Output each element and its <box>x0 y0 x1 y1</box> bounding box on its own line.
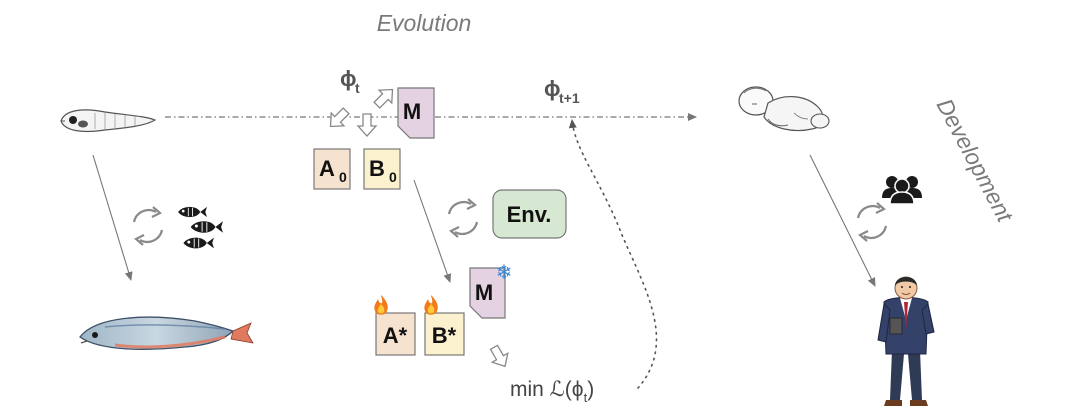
svg-text:ϕ: ϕ <box>544 76 561 101</box>
a0-box: A 0 <box>313 148 351 190</box>
hollow-arrow-to-a0 <box>329 107 350 128</box>
phi-t1-label: ϕ t+1 <box>544 76 580 106</box>
a-star-box: A* <box>375 312 416 356</box>
people-group-icon <box>882 176 922 205</box>
svg-text:0: 0 <box>339 169 347 185</box>
development-growth-arrow <box>809 154 876 287</box>
cycle-arrows-icon <box>132 205 164 247</box>
fish-school-icon <box>177 206 224 249</box>
evolution-label: Evolution <box>377 10 472 36</box>
flame-icon <box>424 295 438 315</box>
environment-box: Env. <box>492 189 567 239</box>
svg-text:t+1: t+1 <box>559 90 580 106</box>
svg-text:Env.: Env. <box>507 202 552 227</box>
meta-update-dotted-arrow <box>568 119 658 389</box>
hollow-arrow-to-b0 <box>356 113 378 137</box>
svg-text:M: M <box>403 99 421 124</box>
svg-text:ϕ: ϕ <box>340 66 357 91</box>
loss-label: min ℒ(ϕt) <box>510 378 594 405</box>
snowflake-icon: ❄ <box>496 260 513 284</box>
svg-text:B: B <box>369 156 385 181</box>
svg-text:B*: B* <box>432 323 457 348</box>
fish-growth-arrow <box>92 154 133 281</box>
businessman-icon <box>877 276 935 406</box>
training-arrow <box>413 179 452 283</box>
cycle-arrows-icon <box>447 197 479 239</box>
model-box-frozen: M <box>469 267 506 319</box>
phi-t-label: ϕ t <box>340 66 360 96</box>
svg-text:M: M <box>475 280 493 305</box>
svg-text:A: A <box>319 156 335 181</box>
svg-text:min ℒ(ϕt): min ℒ(ϕt) <box>510 378 594 405</box>
fish-larva-icon <box>60 109 157 133</box>
hollow-arrow-to-m <box>373 88 394 109</box>
cycle-arrows-icon <box>856 201 888 243</box>
b0-box: B 0 <box>363 148 401 190</box>
hollow-arrow-to-loss <box>489 344 509 368</box>
adult-fish-icon <box>79 316 254 350</box>
flame-icon <box>374 295 388 315</box>
development-label: Development <box>932 94 1019 227</box>
b-star-box: B* <box>424 312 465 356</box>
svg-text:t: t <box>355 80 360 96</box>
model-box-top: M <box>397 87 435 139</box>
svg-text:A*: A* <box>383 323 408 348</box>
baby-icon <box>738 86 830 132</box>
svg-text:0: 0 <box>389 169 397 185</box>
